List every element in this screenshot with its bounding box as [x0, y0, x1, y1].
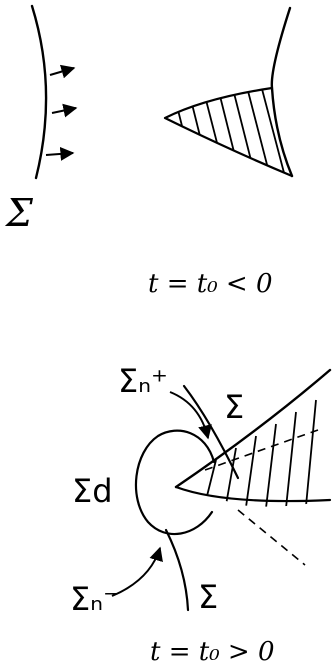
wedge-hatching	[205, 399, 317, 507]
sigma-n-plus-arrow	[169, 391, 212, 440]
sigma-n-minus-arrow	[111, 546, 163, 597]
propagation-arrow	[51, 103, 78, 118]
wavefront-curve	[30, 4, 48, 180]
label-sigma-n-minus: Σₙ⁻	[70, 580, 120, 618]
bottom-caption: t = t₀ > 0	[150, 637, 275, 667]
wedge-outline	[163, 86, 294, 178]
diffracted-wave-circle	[134, 429, 216, 536]
obstacle-boundary	[174, 368, 332, 489]
label-sigma-d: Σd	[72, 472, 113, 510]
dashed-ray-upper	[204, 429, 319, 471]
top-panel: Σ t = t₀ < 0	[4, 4, 294, 299]
wavefront-lower	[164, 528, 190, 612]
propagation-arrow	[45, 146, 75, 161]
wavefront-label: Σ	[4, 191, 34, 235]
obstacle-boundary	[270, 6, 294, 178]
label-sigma-upper: Σ	[224, 388, 244, 426]
top-caption: t = t₀ < 0	[148, 269, 273, 299]
bottom-panel: Σₙ⁺ Σ Σd Σₙ⁻ Σ t = t₀ > 0	[70, 362, 332, 667]
label-sigma-n-plus: Σₙ⁺	[118, 362, 168, 400]
propagation-arrow	[49, 64, 76, 79]
label-sigma-lower: Σ	[198, 578, 218, 616]
wedge-hatching	[177, 88, 289, 176]
dashed-ray-lower	[237, 509, 306, 566]
